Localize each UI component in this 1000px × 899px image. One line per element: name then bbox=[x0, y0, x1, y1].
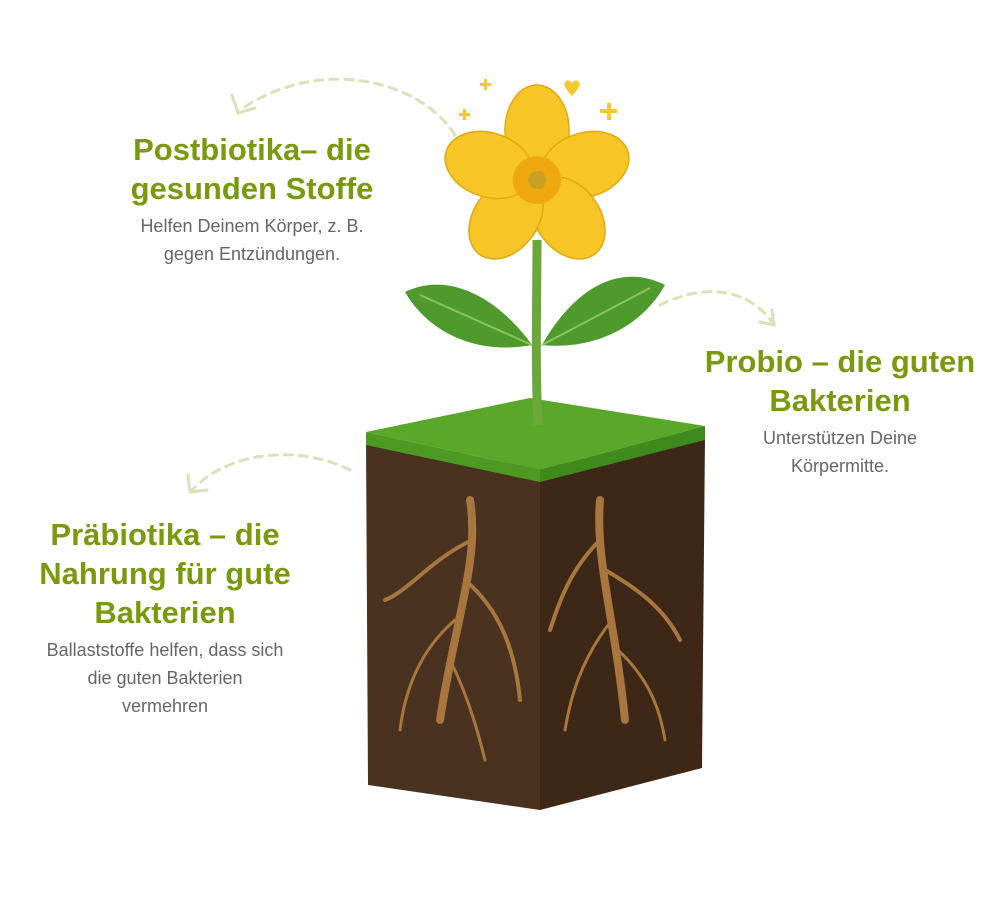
postbiotika-callout: Postbiotika– die gesunden Stoffe Helfen … bbox=[102, 130, 402, 268]
description-line: gegen Entzündungen. bbox=[163, 244, 341, 264]
sparkle-icons bbox=[459, 79, 617, 120]
description-line: Körpermitte. bbox=[790, 456, 890, 476]
roots bbox=[383, 496, 682, 762]
stem bbox=[531, 239, 543, 426]
description-line: vermehren bbox=[121, 696, 209, 716]
probio-callout: Probio – die guten Bakterien Unterstütze… bbox=[690, 342, 990, 480]
description-line: Unterstützen Deine bbox=[762, 428, 918, 448]
description-line: die guten Bakterien bbox=[87, 668, 243, 688]
description-line: Helfen Deinem Körper, z. B. bbox=[140, 216, 364, 236]
soil-side-face bbox=[540, 436, 705, 810]
praebiotika-callout: Präbiotika – die Nahrung für gute Bakter… bbox=[10, 515, 320, 720]
praebiotika-heading: Präbiotika – die Nahrung für gute Bakter… bbox=[10, 515, 320, 632]
heading-line: Bakterien bbox=[769, 383, 911, 418]
heading-line: Nahrung für gute bbox=[39, 556, 291, 591]
grass-top bbox=[366, 398, 705, 470]
heading-line: Präbiotika – die bbox=[50, 517, 280, 552]
heart-icon bbox=[564, 80, 580, 96]
probio-description: Unterstützen Deine Körpermitte. bbox=[690, 424, 990, 480]
heading-line: gesunden Stoffe bbox=[130, 171, 374, 206]
probio-heading: Probio – die guten Bakterien bbox=[690, 342, 990, 420]
postbiotika-description: Helfen Deinem Körper, z. B. gegen Entzün… bbox=[102, 212, 402, 268]
heading-line: Bakterien bbox=[94, 595, 236, 630]
heading-line: Probio – die guten bbox=[704, 344, 976, 379]
praebiotika-description: Ballaststoffe helfen, dass sich die gute… bbox=[10, 636, 320, 720]
description-line: Ballaststoffe helfen, dass sich bbox=[46, 640, 284, 660]
postbiotika-heading: Postbiotika– die gesunden Stoffe bbox=[102, 130, 402, 208]
arrow-to-probio bbox=[658, 290, 774, 324]
soil-front-face bbox=[366, 440, 540, 810]
arrow-to-praebiotika bbox=[190, 453, 352, 492]
arrow-to-postbiotika bbox=[238, 77, 457, 137]
heading-line: Postbiotika– die bbox=[133, 132, 371, 167]
